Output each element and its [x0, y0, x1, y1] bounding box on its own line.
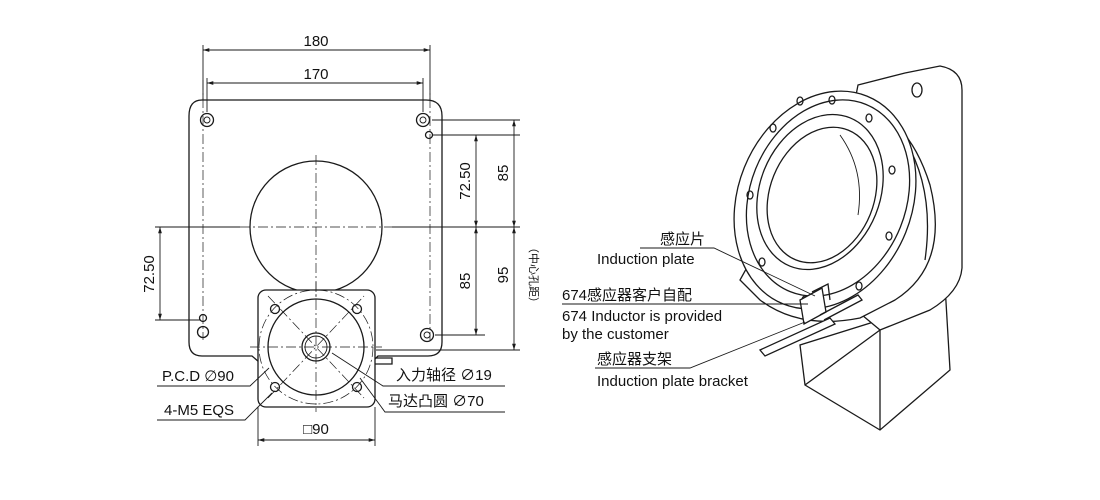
- dim-72-50-top: 72.50: [457, 162, 474, 200]
- isometric-view: 感应片 Induction plate 674感应器客户自配 674 Induc…: [562, 65, 963, 431]
- dim-85-right: 85: [457, 273, 474, 290]
- front-view: 180 170 72.50 85 85 95 （中心孔距） 72.50 □90: [141, 33, 540, 446]
- bolts-label: 4-M5 EQS: [164, 402, 234, 419]
- m5-hole: [269, 303, 281, 315]
- small-hole: [424, 130, 434, 140]
- dim-85-top: 85: [495, 165, 512, 182]
- inductor-cn: 674感应器客户自配: [562, 286, 692, 304]
- mount-hole-inner: [419, 116, 427, 124]
- dim-72-50-left: 72.50: [141, 255, 158, 293]
- inner-bore: [756, 113, 884, 271]
- bracket-cn: 感应器支架: [597, 350, 672, 368]
- mount-hole-inner: [203, 116, 211, 124]
- m5-hole: [269, 381, 281, 393]
- mount-hole-inner: [423, 331, 431, 339]
- center-hole-note: （中心孔距）: [527, 242, 540, 308]
- motor-boss-label: 马达凸圆 ∅70: [388, 393, 484, 410]
- mount-hole: [199, 112, 215, 128]
- inductor-en-2: by the customer: [562, 326, 669, 343]
- mount-hole: [419, 327, 435, 343]
- dim-180: 180: [303, 33, 328, 50]
- induction-plate-en: Induction plate: [597, 251, 695, 268]
- dim-95: 95: [495, 267, 512, 284]
- mount-hole: [415, 112, 431, 128]
- induction-plate-cn: 感应片: [660, 230, 705, 248]
- dim-square-90: □90: [303, 421, 329, 438]
- bracket-en: Induction plate bracket: [597, 373, 749, 390]
- m5-hole: [351, 303, 363, 315]
- pcd-label: P.C.D ∅90: [162, 368, 234, 385]
- input-shaft-label: 入力轴径 ∅19: [396, 367, 492, 384]
- dim-170: 170: [303, 66, 328, 83]
- m5-hole: [351, 381, 363, 393]
- inductor-en-1: 674 Inductor is provided: [562, 308, 722, 325]
- sensor-bracket: [758, 317, 837, 357]
